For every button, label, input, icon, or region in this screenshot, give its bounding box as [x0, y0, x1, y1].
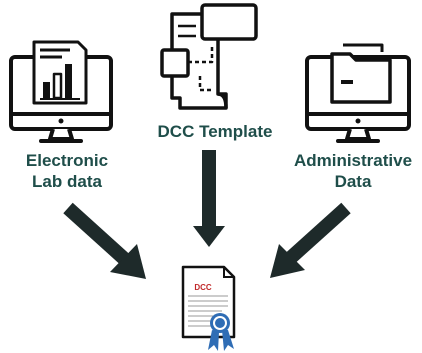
dcc-template-label: DCC Template	[157, 122, 273, 141]
administrative-line2: Data	[334, 172, 372, 191]
rosette-badge-icon	[208, 313, 234, 351]
certificate-title: DCC	[194, 283, 212, 292]
administrative-line1: Administrative	[293, 151, 413, 170]
electronic-lab-data-label: Electronic Lab data	[8, 150, 126, 192]
arrow-from-electronic-lab	[63, 202, 146, 279]
monitor-folder-icon	[305, 43, 411, 143]
administrative-data-label: Administrative Data	[288, 150, 418, 192]
arrow-from-administrative	[270, 202, 351, 278]
electronic-lab-line1: Electronic	[25, 151, 109, 170]
monitor-bar-chart-icon	[9, 40, 113, 143]
electronic-lab-line2: Lab data	[32, 172, 102, 191]
template-document-icon	[160, 3, 258, 110]
arrow-from-dcc-template	[193, 150, 225, 247]
